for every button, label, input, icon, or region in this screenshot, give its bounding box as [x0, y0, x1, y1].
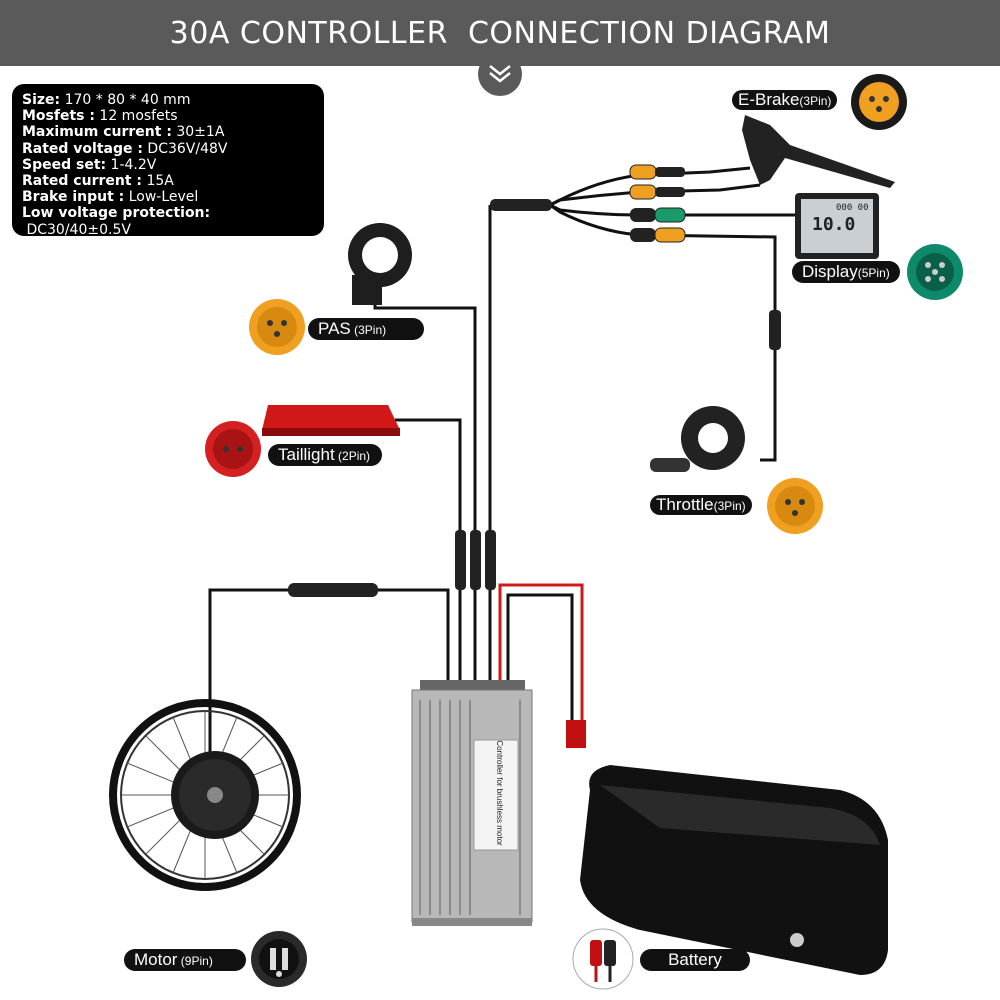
- battery-pack: [580, 765, 888, 975]
- taillight-connector-icon: [204, 420, 262, 483]
- battery-power-wires: [498, 583, 584, 720]
- harness-splitter: [490, 199, 552, 211]
- battery-label: Battery: [640, 949, 750, 971]
- pas-connector-icon: [248, 298, 306, 361]
- harness-connectors: [629, 164, 686, 243]
- spec-row: Rated current : 15A: [22, 173, 174, 190]
- thumb-throttle: [650, 406, 745, 472]
- controller-sticker-label: Controller for brushless motor: [495, 740, 504, 846]
- throttle-connector-icon: [766, 477, 824, 540]
- chevron-down-icon: [478, 52, 522, 96]
- inline-connectors: [455, 530, 496, 590]
- controller-signal-bundle: [446, 540, 492, 680]
- spec-row: Size: 170 * 80 * 40 mm: [22, 92, 191, 108]
- motor-label: Motor (9Pin): [124, 949, 246, 971]
- display-label: Display(5Pin): [792, 261, 900, 283]
- spec-row: Mosfets : 12 mosfets: [22, 108, 178, 125]
- motor-inline-connector: [288, 583, 378, 597]
- controller-box: [411, 680, 533, 926]
- battery-connector-icon: [572, 928, 634, 995]
- spec-row: Maximum current : 30±1A: [22, 124, 225, 141]
- ebrake-label: E-Brake(3Pin): [732, 90, 838, 110]
- ebrake-lever: [742, 115, 895, 188]
- display-connector-icon: [906, 243, 964, 306]
- throttle-inline-connector: [769, 310, 781, 350]
- taillight-lamp: [262, 405, 400, 436]
- spec-row: Rated voltage : DC36V/48V: [22, 140, 228, 157]
- battery-plug: [566, 720, 586, 748]
- ebrake-connector-icon: [850, 73, 908, 136]
- lcd-main-readout: 10.0: [812, 214, 856, 235]
- pas-label: PAS (3Pin): [308, 318, 424, 340]
- taillight-label: Taillight (2Pin): [268, 444, 382, 466]
- display-unit: [795, 193, 879, 259]
- throttle-label: Throttle(3Pin): [650, 495, 752, 515]
- diagram-title: 30A CONTROLLER CONNECTION DIAGRAM: [169, 15, 831, 51]
- spec-row: Brake input : Low-Level: [22, 189, 199, 206]
- motor-connector-icon: [250, 930, 308, 993]
- brake-display-harness: [488, 166, 800, 540]
- lcd-top-readout: 000 00: [836, 203, 869, 213]
- spec-list: Size: 170 * 80 * 40 mm Mosfets : 12 mosf…: [12, 84, 324, 238]
- spec-row: Speed set: 1-4.2V: [22, 156, 157, 173]
- hub-motor-wheel: [109, 699, 301, 891]
- pas-sensor: [348, 223, 412, 305]
- spec-row: Low voltage protection: DC30/40±0.5V: [22, 205, 211, 238]
- diagram-title-bar: 30A CONTROLLER CONNECTION DIAGRAM: [0, 0, 1000, 66]
